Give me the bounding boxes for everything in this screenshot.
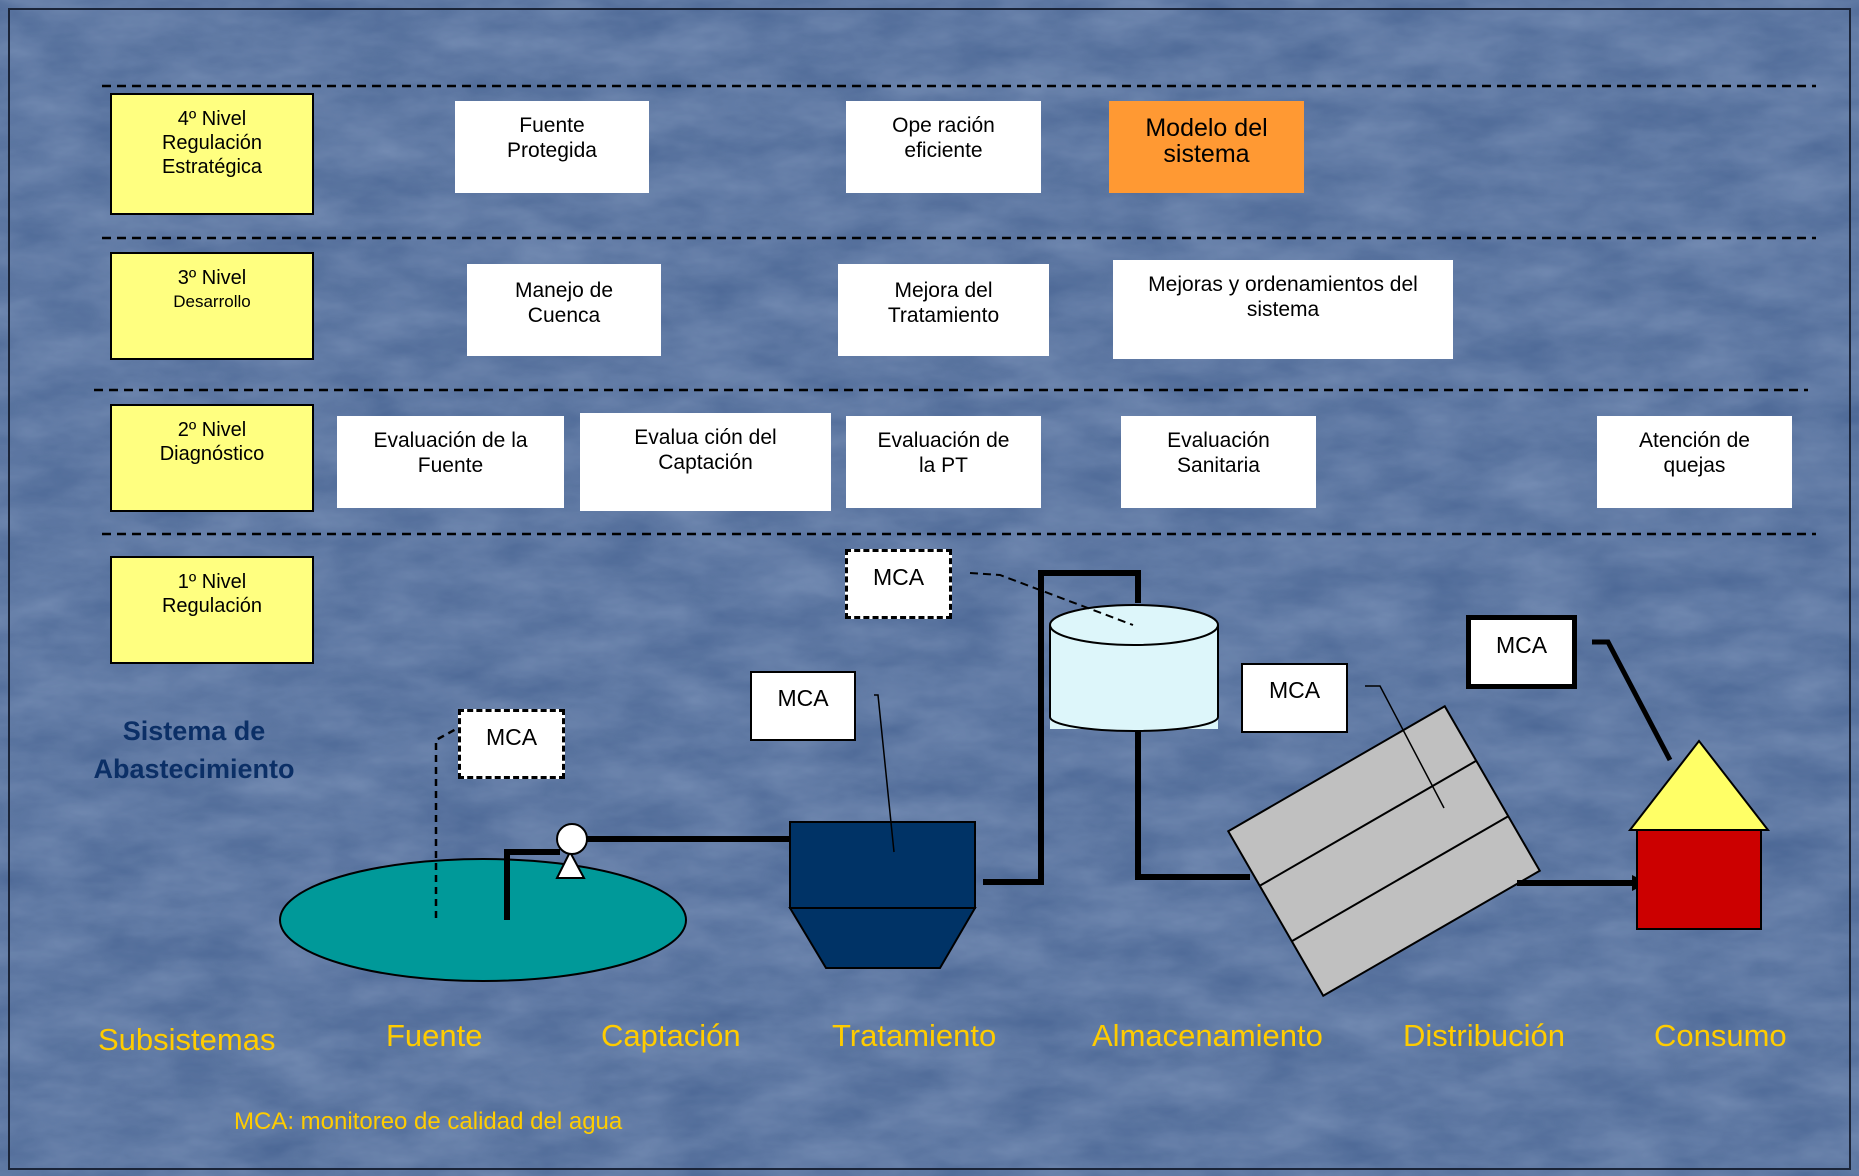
box-text: Tratamiento xyxy=(887,304,1000,327)
level-2-line1: 2º Nivel xyxy=(177,419,247,441)
mca-box-fuente: MCA xyxy=(458,709,565,779)
distribution-network xyxy=(1226,704,1542,998)
level-3-line2: Desarrollo xyxy=(173,292,251,311)
box-text: Fuente xyxy=(519,114,585,137)
system-title-line2: Abastecimiento xyxy=(93,754,295,784)
treatment-hopper xyxy=(788,907,977,969)
subsystem-consumo: Consumo xyxy=(1654,1018,1787,1053)
box-text: Cuenca xyxy=(527,304,601,327)
level-4-line2: Regulación xyxy=(161,132,263,154)
box-text: la PT xyxy=(918,454,968,477)
level-4-box: 4º Nivel Regulación Estratégica xyxy=(110,93,314,215)
level-3-line1: 3º Nivel xyxy=(177,267,247,289)
mca-pointer-source xyxy=(434,726,459,918)
box-text: Evaluación de xyxy=(877,429,1010,452)
mca-box-almacenamiento: MCA xyxy=(845,549,952,619)
box-text: Mejoras y ordenamientos del xyxy=(1148,273,1418,296)
box-text: quejas xyxy=(1663,454,1726,477)
box-text: Mejora del xyxy=(894,279,993,302)
box-text: Captación xyxy=(658,451,753,474)
box-manejo-cuenca: Manejo de Cuenca xyxy=(467,264,661,356)
level-1-line2: Regulación xyxy=(161,595,263,617)
box-text: Ope ración xyxy=(892,114,995,137)
mca-box-consumo: MCA xyxy=(1466,615,1577,689)
level-4-line1: 4º Nivel xyxy=(177,108,247,130)
box-eval-captacion: Evalua ción del Captación xyxy=(580,413,831,511)
box-text: sistema xyxy=(1246,298,1320,321)
box-text: Fuente xyxy=(417,454,484,477)
slide-border xyxy=(8,8,1851,1170)
treatment-tank xyxy=(789,821,976,909)
pump-icon xyxy=(556,823,588,855)
mca-pointer-storage xyxy=(969,572,1134,626)
subsystem-captacion: Captación xyxy=(601,1018,741,1053)
mca-pointer-consumo xyxy=(1592,639,1673,762)
pump-base xyxy=(555,849,586,879)
mca-box-tratamiento: MCA xyxy=(750,671,856,741)
box-eval-fuente: Evaluación de la Fuente xyxy=(337,416,564,508)
box-text: Evaluación xyxy=(1167,429,1270,452)
box-text: Manejo de xyxy=(514,279,614,302)
mca-pointer-treatment xyxy=(874,694,895,853)
box-text: Sanitaria xyxy=(1177,454,1260,477)
storage-tank-top xyxy=(1049,604,1219,646)
storage-tank-bottom xyxy=(1049,716,1219,732)
system-title: Sistema de Abastecimiento xyxy=(84,712,304,788)
box-fuente-protegida: Fuente Protegida xyxy=(455,101,649,193)
level-2-line2: Diagnóstico xyxy=(159,443,265,465)
box-atencion-quejas: Atención de quejas xyxy=(1597,416,1792,508)
box-operacion-eficiente: Ope ración eficiente xyxy=(846,101,1041,193)
box-mejoras-sistema: Mejoras y ordenamientos del sistema xyxy=(1113,260,1453,359)
house-roof xyxy=(1627,739,1771,831)
intake-pipe xyxy=(504,849,560,920)
box-text: eficiente xyxy=(904,139,983,162)
mca-pointer-distribution xyxy=(1365,685,1445,809)
level-1-line1: 1º Nivel xyxy=(177,571,247,593)
subsystem-fuente: Fuente xyxy=(386,1018,483,1053)
subsystems-label: Subsistemas xyxy=(98,1022,276,1057)
system-title-line1: Sistema de xyxy=(122,716,266,746)
box-modelo-sistema: Modelo del sistema xyxy=(1109,101,1304,193)
box-text: Atención de xyxy=(1639,429,1750,452)
source-lake xyxy=(279,858,687,982)
box-mejora-tratamiento: Mejora del Tratamiento xyxy=(838,264,1049,356)
box-text: sistema xyxy=(1163,140,1250,168)
footnote: MCA: monitoreo de calidad del agua xyxy=(234,1108,623,1135)
subsystem-almacenamiento: Almacenamiento xyxy=(1092,1018,1323,1053)
level-3-box: 3º Nivel Desarrollo xyxy=(110,252,314,360)
subsystem-tratamiento: Tratamiento xyxy=(832,1018,997,1053)
level-4-line3: Estratégica xyxy=(161,156,263,178)
box-text: Protegida xyxy=(507,139,597,162)
box-text: Evalua ción del xyxy=(634,426,777,449)
level-1-box: 1º Nivel Regulación xyxy=(110,556,314,664)
level-2-box: 2º Nivel Diagnóstico xyxy=(110,404,314,512)
box-eval-sanitaria: Evaluación Sanitaria xyxy=(1121,416,1316,508)
subsystem-distribucion: Distribución xyxy=(1403,1018,1565,1053)
distribution-divider xyxy=(1259,759,1477,887)
house-body xyxy=(1636,827,1762,930)
box-eval-pt: Evaluación de la PT xyxy=(846,416,1041,508)
distribution-block xyxy=(1226,704,1542,998)
pipe-to-storage xyxy=(983,570,1141,885)
pipe-to-distribution xyxy=(1135,731,1250,880)
mca-box-distribucion: MCA xyxy=(1241,663,1348,733)
box-text: Modelo del xyxy=(1145,114,1268,142)
distribution-divider xyxy=(1291,815,1509,943)
box-text: Evaluación de la xyxy=(373,429,528,452)
